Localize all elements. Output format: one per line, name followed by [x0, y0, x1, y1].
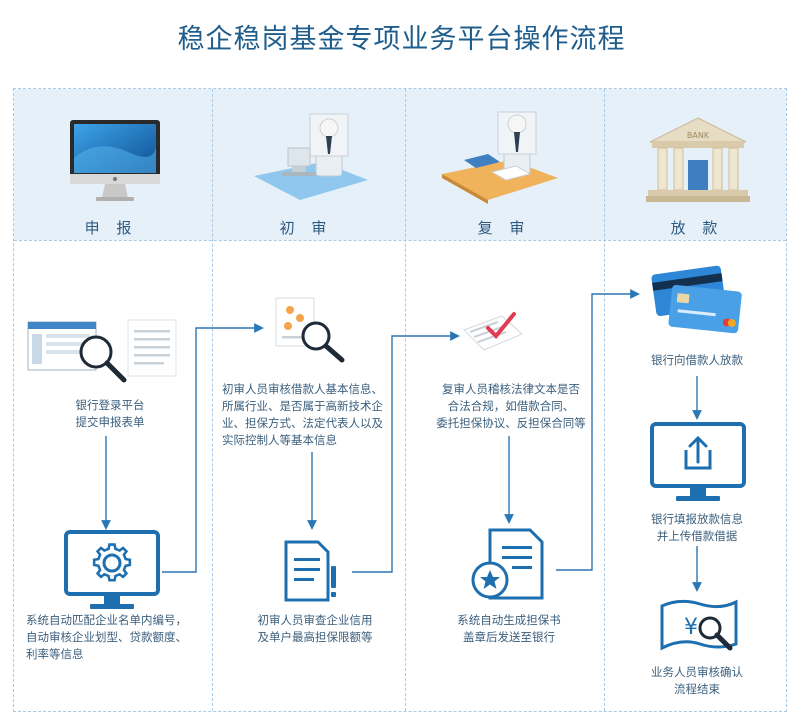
stage-label-fushen: 复 审: [477, 219, 531, 237]
column-divider: [212, 89, 213, 711]
bank-sign: BANK: [687, 131, 710, 140]
bank-building-illustration: BANK: [646, 117, 750, 202]
currency-search-icon: ¥: [660, 599, 738, 651]
desktop-computer-illustration: [70, 120, 160, 201]
stage-label-fangkuan: 放 款: [670, 219, 724, 237]
reviewer-at-computer-illustration: [254, 113, 368, 200]
column-divider: [405, 89, 406, 711]
page-title: 稳企稳岗基金专项业务平台操作流程: [177, 24, 626, 55]
header-divider: [14, 240, 786, 241]
guarantee-certificate-icon: [471, 528, 544, 600]
stage-label-chushen: 初 审: [279, 219, 333, 237]
flow-arrow: [556, 289, 640, 571]
reviewer-at-desk-illustration: [442, 111, 558, 204]
step-second-review-legal: 复审人员稽核法律文本是否 合法合规，如借款合同、 委托担保协议、反担保合同等: [436, 382, 586, 430]
diagram-frame: [13, 88, 787, 712]
checklist-icon: [463, 312, 523, 351]
yen-symbol: ¥: [684, 615, 698, 640]
monitor-upload-icon: [650, 422, 746, 501]
step-final-confirm: 业务人员审核确认 流程结束: [651, 665, 743, 696]
step-first-review-basic: 初审人员审核借款人基本信息、 所属行业、是否属于高新技术企 业、担保方式、法定代…: [222, 382, 383, 447]
bank-card-icon: [651, 265, 742, 334]
flow-arrow: [162, 323, 264, 573]
step-system-auto-match: 系统自动匹配企业名单内编号， 自动审核企业划型、贷款额度、 利率等信息: [26, 613, 187, 661]
flow-arrow: [352, 331, 460, 573]
step-bank-upload: 银行填报放款信息 并上传借款借据: [651, 512, 743, 543]
stage-label-shenbao: 申 报: [84, 219, 138, 237]
document-search-icon: [275, 297, 345, 363]
step-first-review-credit: 初审人员审查企业信用 及单户最高担保限额等: [257, 613, 373, 644]
column-divider: [604, 89, 605, 711]
monitor-gear-icon: [64, 530, 160, 609]
step-bank-lend: 银行向借款人放款: [651, 353, 743, 367]
step-generate-guarantee: 系统自动生成担保书 盖章后发送至银行: [457, 613, 561, 644]
form-search-icon: [27, 319, 177, 383]
document-alert-icon: [284, 540, 336, 602]
step-bank-submit: 银行登录平台 提交申报表单: [75, 398, 145, 429]
